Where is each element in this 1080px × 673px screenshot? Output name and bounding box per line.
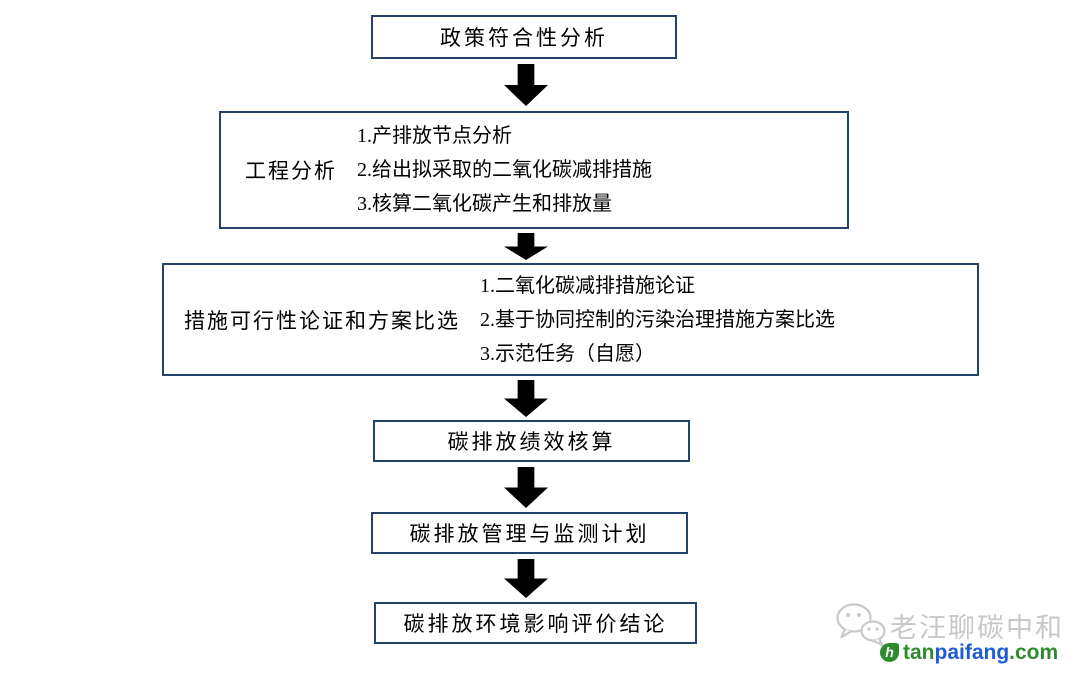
- wechat-icon: [836, 603, 886, 647]
- logo-letter: h: [885, 644, 894, 660]
- list-item: 2.给出拟采取的二氧化碳减排措施: [357, 159, 652, 181]
- flow-box-label: 工程分析: [245, 159, 337, 183]
- wechat-account-name: 老汪聊碳中和: [890, 613, 1064, 643]
- url-part: tan: [903, 641, 935, 664]
- flow-box-item-list: 1.二氧化碳减排措施论证 2.基于协同控制的污染治理措施方案比选 3.示范任务（…: [480, 269, 835, 371]
- list-item: 1.二氧化碳减排措施论证: [480, 274, 695, 297]
- flow-box-label: 碳排放环境影响评价结论: [403, 612, 668, 636]
- flow-box-label: 政策符合性分析: [440, 26, 608, 50]
- flow-box-label: 措施可行性论证和方案比选: [184, 308, 460, 333]
- list-item: 1.产排放节点分析: [357, 125, 512, 147]
- flow-box-item-list: 1.产排放节点分析 2.给出拟采取的二氧化碳减排措施 3.核算二氧化碳产生和排放…: [357, 119, 652, 221]
- down-arrow-icon: [504, 380, 548, 417]
- flow-box-label: 碳排放管理与监测计划: [409, 522, 650, 546]
- down-arrow-icon: [504, 233, 548, 260]
- down-arrow-icon: [504, 64, 548, 106]
- list-item: 3.核算二氧化碳产生和排放量: [357, 193, 612, 215]
- flow-box-policy-compliance: 政策符合性分析: [371, 15, 677, 59]
- flow-box-engineering-analysis: 工程分析 1.产排放节点分析 2.给出拟采取的二氧化碳减排措施 3.核算二氧化碳…: [219, 111, 849, 229]
- flow-box-management-monitoring-plan: 碳排放管理与监测计划: [371, 512, 688, 554]
- url-part: paifang: [934, 641, 1010, 664]
- url-part: .com: [1009, 641, 1059, 664]
- tanpaifang-logo-icon: h: [880, 643, 899, 662]
- flow-box-label: 碳排放绩效核算: [447, 430, 616, 454]
- flow-box-feasibility-comparison: 措施可行性论证和方案比选 1.二氧化碳减排措施论证 2.基于协同控制的污染治理措…: [162, 263, 979, 376]
- website-url: tanpaifang.com: [903, 641, 1058, 665]
- flow-box-eia-conclusion: 碳排放环境影响评价结论: [374, 602, 697, 644]
- list-item: 2.基于协同控制的污染治理措施方案比选: [480, 308, 835, 331]
- flow-box-carbon-performance-accounting: 碳排放绩效核算: [373, 420, 690, 462]
- down-arrow-icon: [504, 559, 548, 598]
- down-arrow-icon: [504, 467, 548, 508]
- list-item: 3.示范任务（自愿）: [480, 342, 655, 365]
